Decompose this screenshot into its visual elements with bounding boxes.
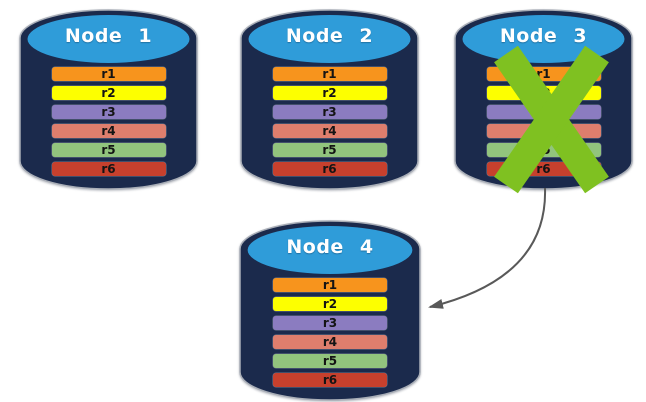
replica-row: r1 bbox=[51, 67, 166, 81]
replica-row: r4 bbox=[51, 124, 166, 138]
curved-arrow-icon bbox=[428, 187, 547, 309]
cylinder-top bbox=[247, 226, 413, 274]
replica-row: r4 bbox=[272, 124, 387, 138]
failure-x-icon bbox=[494, 45, 609, 194]
node-4: Node 4 r1 r2 r3 r4 r5 r6 bbox=[239, 219, 421, 402]
node-title: Node 1 bbox=[64, 25, 153, 47]
replica-row: r2 bbox=[51, 86, 166, 100]
node-2: Node 2 r1 r2 r3 r4 r5 r6 bbox=[240, 8, 419, 191]
replica-row: r1 bbox=[272, 67, 387, 81]
replica-row: r3 bbox=[273, 316, 387, 330]
replica-row: r3 bbox=[272, 105, 387, 119]
replica-rows: r1 r2 r3 r4 r5 r6 bbox=[272, 67, 387, 176]
replica-rows: r1 r2 r3 r4 r5 r6 bbox=[51, 67, 166, 176]
replica-row: r1 bbox=[273, 278, 387, 292]
cylinder-top bbox=[248, 15, 411, 63]
replica-row: r5 bbox=[273, 354, 387, 368]
replica-row: r2 bbox=[272, 86, 387, 100]
node-title: Node 4 bbox=[286, 236, 374, 258]
replica-row: r5 bbox=[272, 143, 387, 157]
cylinder-top bbox=[27, 15, 190, 63]
replica-row: r6 bbox=[51, 162, 166, 176]
node-title: Node 2 bbox=[285, 25, 374, 47]
node-title: Node 3 bbox=[499, 25, 588, 47]
replica-row: r6 bbox=[273, 373, 387, 387]
replica-row: r2 bbox=[273, 297, 387, 311]
replica-row: r5 bbox=[51, 143, 166, 157]
replica-rows: r1 r2 r3 r4 r5 r6 bbox=[273, 278, 387, 387]
arrow-curve bbox=[428, 187, 547, 309]
replica-row: r3 bbox=[51, 105, 166, 119]
replica-row: r6 bbox=[272, 162, 387, 176]
replica-row: r4 bbox=[273, 335, 387, 349]
node-1: Node 1 r1 r2 r3 r4 r5 r6 bbox=[19, 8, 198, 191]
x-stroke bbox=[494, 45, 609, 194]
